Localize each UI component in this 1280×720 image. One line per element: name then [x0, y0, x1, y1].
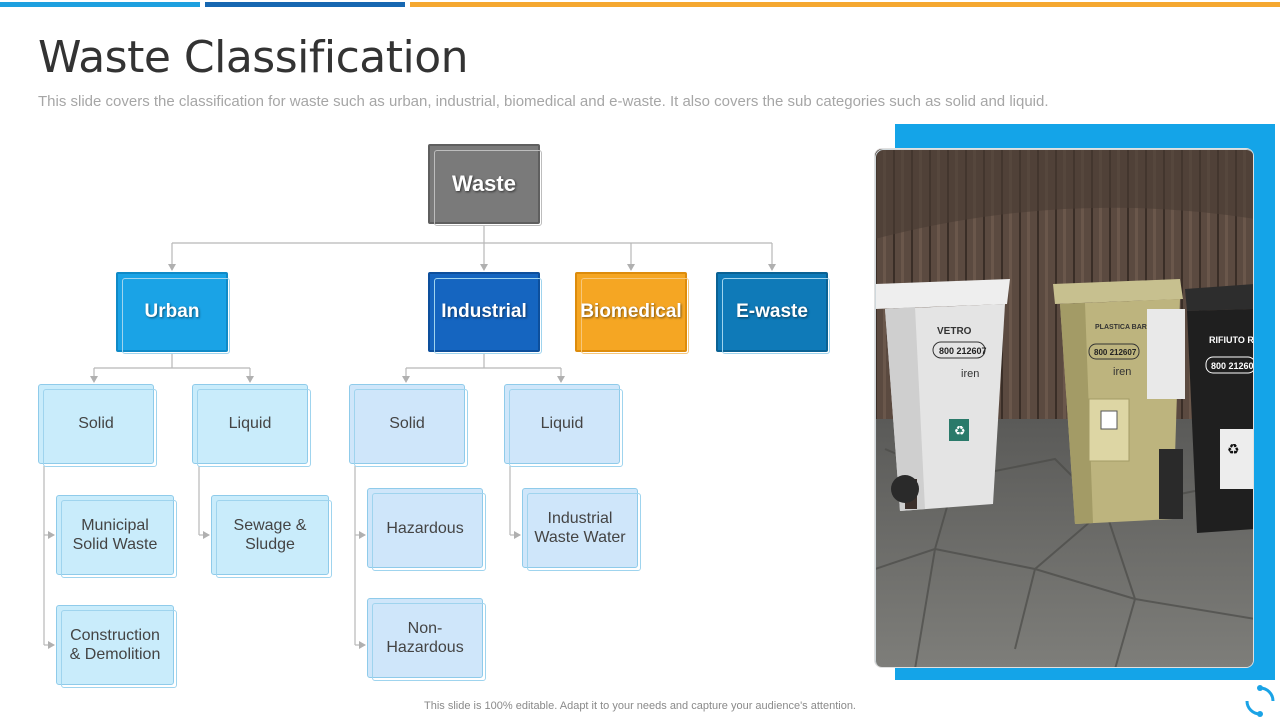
node-urban-liquid[interactable]: Liquid [192, 384, 311, 467]
bin-label-plastica: PLASTICA BARATTOLAME [1095, 324, 1185, 331]
waste-bins-photo: VETRO 800 212607 iren ♻ PLASTICA BARATTO… [874, 148, 1254, 668]
bin-brand-2: iren [1113, 366, 1131, 378]
node-urban-solid-label: Solid [78, 415, 114, 432]
node-construction-demolition[interactable]: Construction & Demolition [56, 605, 177, 688]
bin-label-vetro: VETRO [937, 326, 972, 337]
node-industrial-waste-water-label: Industrial Waste Water [534, 510, 626, 546]
node-industrial-liquid-label: Liquid [540, 415, 584, 432]
tree-connectors [43, 226, 776, 649]
node-municipal-solid-waste-label: Municipal Solid Waste [72, 517, 158, 553]
svg-text:♻: ♻ [954, 424, 966, 439]
node-sewage-sludge[interactable]: Sewage & Sludge [211, 495, 332, 578]
node-waste-label: Waste [452, 171, 516, 196]
page-title: Waste Classification [38, 32, 469, 83]
node-ewaste[interactable]: E-waste [716, 272, 830, 354]
node-industrial-waste-water[interactable]: Industrial Waste Water [522, 488, 641, 571]
bin-label-rifiuto: RIFIUTO RESIDUO [1209, 335, 1254, 345]
node-non-hazardous-label: Non-Hazardous [386, 620, 464, 656]
node-industrial-solid[interactable]: Solid [349, 384, 468, 467]
node-urban-label: Urban [144, 301, 200, 322]
top-accent-bar-orange [410, 2, 1280, 7]
footer-note: This slide is 100% editable. Adapt it to… [424, 700, 856, 712]
top-accent-bar-navy [205, 2, 405, 7]
node-urban[interactable]: Urban [116, 272, 230, 354]
node-biomedical-label: Biomedical [580, 301, 682, 322]
node-hazardous[interactable]: Hazardous [367, 488, 486, 571]
node-waste[interactable]: Waste [428, 144, 542, 226]
bin-brand-1: iren [961, 368, 979, 380]
node-ewaste-label: E-waste [736, 301, 808, 322]
node-industrial-solid-label: Solid [389, 415, 425, 432]
top-accent-bar-blue [0, 2, 200, 7]
node-hazardous-label: Hazardous [386, 519, 464, 537]
node-sewage-sludge-label: Sewage & Sludge [233, 517, 307, 553]
black-bin: RIFIUTO RESIDUO 800 212607 ♻ [1147, 284, 1254, 533]
node-biomedical[interactable]: Biomedical [575, 272, 689, 354]
bin-phone-3: 800 212607 [1211, 361, 1254, 371]
refresh-icon[interactable] [1243, 684, 1277, 718]
svg-text:♻: ♻ [1227, 442, 1240, 458]
node-industrial-liquid[interactable]: Liquid [504, 384, 623, 467]
node-municipal-solid-waste[interactable]: Municipal Solid Waste [56, 495, 177, 578]
node-urban-liquid-label: Liquid [228, 415, 272, 432]
page-subtitle: This slide covers the classification for… [38, 93, 1049, 110]
node-industrial-label: Industrial [441, 301, 527, 322]
bin-phone-2: 800 212607 [1094, 348, 1137, 357]
node-urban-solid[interactable]: Solid [38, 384, 157, 467]
node-industrial[interactable]: Industrial [428, 272, 542, 354]
bin-phone-1: 800 212607 [939, 346, 987, 356]
node-non-hazardous[interactable]: Non-Hazardous [367, 598, 486, 681]
node-construction-demolition-label: Construction & Demolition [69, 627, 161, 663]
white-bin: VETRO 800 212607 iren ♻ [875, 279, 1010, 511]
